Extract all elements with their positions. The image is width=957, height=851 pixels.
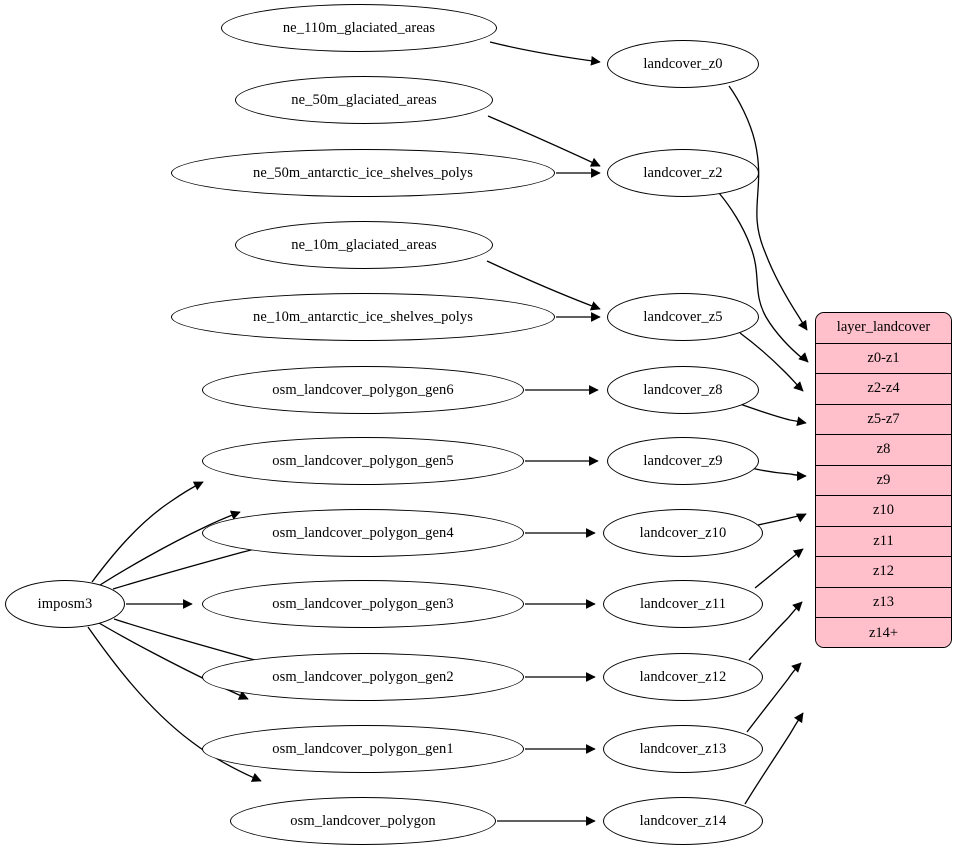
node-label: imposm3 <box>37 595 93 612</box>
record-row-z13[interactable]: z13 <box>816 587 951 618</box>
record-row-z2-z4[interactable]: z2-z4 <box>816 374 951 405</box>
node-ne-110m-glaciated-areas[interactable]: ne_110m_glaciated_areas <box>221 4 497 52</box>
edge-z8-to-row-z8 <box>739 403 807 427</box>
record-row-z5-z7[interactable]: z5-z7 <box>816 404 951 435</box>
node-landcover-z2[interactable]: landcover_z2 <box>607 149 759 197</box>
node-label: landcover_z2 <box>643 164 723 181</box>
node-imposm3[interactable]: imposm3 <box>5 580 125 628</box>
node-label: landcover_z13 <box>639 740 727 757</box>
node-label: landcover_z14 <box>639 812 727 829</box>
node-label: ne_10m_glaciated_areas <box>291 236 437 253</box>
node-label: ne_10m_antarctic_ice_shelves_polys <box>252 308 474 325</box>
node-label: landcover_z8 <box>643 381 723 398</box>
node-landcover-z0[interactable]: landcover_z0 <box>607 40 759 88</box>
edge-ne110m-to-z0 <box>489 41 601 66</box>
node-landcover-z11[interactable]: landcover_z11 <box>603 580 763 628</box>
node-ne-50m-glaciated-areas[interactable]: ne_50m_glaciated_areas <box>235 76 493 124</box>
node-label: landcover_z0 <box>643 55 723 72</box>
node-label: ne_50m_antarctic_ice_shelves_polys <box>252 164 474 181</box>
record-row-z0-z1[interactable]: z0-z1 <box>816 343 951 374</box>
record-row-label: z12 <box>873 563 894 580</box>
node-ne-10m-antarctic-ice-shelves-polys[interactable]: ne_10m_antarctic_ice_shelves_polys <box>171 293 555 341</box>
record-row-z12[interactable]: z12 <box>816 557 951 588</box>
record-row-label: z11 <box>873 532 894 549</box>
node-landcover-z10[interactable]: landcover_z10 <box>603 509 763 557</box>
node-label: osm_landcover_polygon_gen4 <box>272 524 454 541</box>
node-label: landcover_z11 <box>639 595 727 612</box>
edge-imposm3-to-gen4 <box>112 542 270 590</box>
edge-imposm3-to-gen2 <box>113 618 276 668</box>
node-label: osm_landcover_polygon_gen1 <box>272 740 454 757</box>
edge-imposm3-to-gen6 <box>91 481 204 583</box>
node-label: osm_landcover_polygon <box>290 812 436 829</box>
edge-z11-to-row-z11 <box>754 548 804 589</box>
node-landcover-z13[interactable]: landcover_z13 <box>603 725 763 773</box>
node-landcover-z12[interactable]: landcover_z12 <box>603 653 763 701</box>
node-osm-landcover-polygon-gen3[interactable]: osm_landcover_polygon_gen3 <box>202 580 524 628</box>
record-row-z8[interactable]: z8 <box>816 435 951 466</box>
node-osm-landcover-polygon-gen2[interactable]: osm_landcover_polygon_gen2 <box>202 653 524 701</box>
node-ne-50m-antarctic-ice-shelves-polys[interactable]: ne_50m_antarctic_ice_shelves_polys <box>171 149 555 197</box>
record-layer-landcover[interactable]: layer_landcover z0-z1 z2-z4 z5-z7 z8 z9 … <box>815 312 952 648</box>
node-osm-landcover-polygon-gen1[interactable]: osm_landcover_polygon_gen1 <box>202 725 524 773</box>
node-label: landcover_z10 <box>639 524 727 541</box>
record-row-label: z0-z1 <box>867 349 900 366</box>
node-landcover-z5[interactable]: landcover_z5 <box>607 293 759 341</box>
record-row-label: z9 <box>876 471 891 488</box>
edge-z9-to-row-z9 <box>750 467 807 481</box>
node-label: ne_50m_glaciated_areas <box>291 91 437 108</box>
edge-z10-to-row-z10 <box>757 513 807 526</box>
node-label: osm_landcover_polygon_gen6 <box>272 381 454 398</box>
record-row-label: z5-z7 <box>867 410 900 427</box>
edge-z0-to-row-z0z1 <box>728 85 808 331</box>
record-row-label: z14+ <box>868 624 899 641</box>
node-label: landcover_z12 <box>639 668 727 685</box>
node-label: osm_landcover_polygon_gen2 <box>272 668 454 685</box>
node-osm-landcover-polygon-gen6[interactable]: osm_landcover_polygon_gen6 <box>202 366 524 414</box>
record-row-z11[interactable]: z11 <box>816 526 951 557</box>
edge-z2-to-row-z2z4 <box>718 192 809 363</box>
node-label: osm_landcover_polygon_gen3 <box>272 595 454 612</box>
record-header: layer_landcover <box>816 313 951 344</box>
node-landcover-z9[interactable]: landcover_z9 <box>607 437 759 485</box>
record-row-label: z2-z4 <box>867 380 900 397</box>
record-row-z9[interactable]: z9 <box>816 465 951 496</box>
record-row-label: z8 <box>876 441 891 458</box>
record-header-label: layer_landcover <box>836 319 931 336</box>
node-label: landcover_z5 <box>643 308 723 325</box>
record-row-z10[interactable]: z10 <box>816 496 951 527</box>
record-row-label: z13 <box>873 593 894 610</box>
node-landcover-z14[interactable]: landcover_z14 <box>603 797 763 845</box>
record-row-z14-plus[interactable]: z14+ <box>816 618 951 647</box>
node-osm-landcover-polygon[interactable]: osm_landcover_polygon <box>230 797 496 845</box>
record-row-label: z10 <box>873 502 894 519</box>
node-label: landcover_z9 <box>643 452 723 469</box>
node-ne-10m-glaciated-areas[interactable]: ne_10m_glaciated_areas <box>235 221 493 269</box>
node-osm-landcover-polygon-gen4[interactable]: osm_landcover_polygon_gen4 <box>202 509 524 557</box>
node-landcover-z8[interactable]: landcover_z8 <box>607 366 759 414</box>
node-osm-landcover-polygon-gen5[interactable]: osm_landcover_polygon_gen5 <box>202 437 524 485</box>
node-label: ne_110m_glaciated_areas <box>282 19 436 36</box>
node-label: osm_landcover_polygon_gen5 <box>272 452 454 469</box>
